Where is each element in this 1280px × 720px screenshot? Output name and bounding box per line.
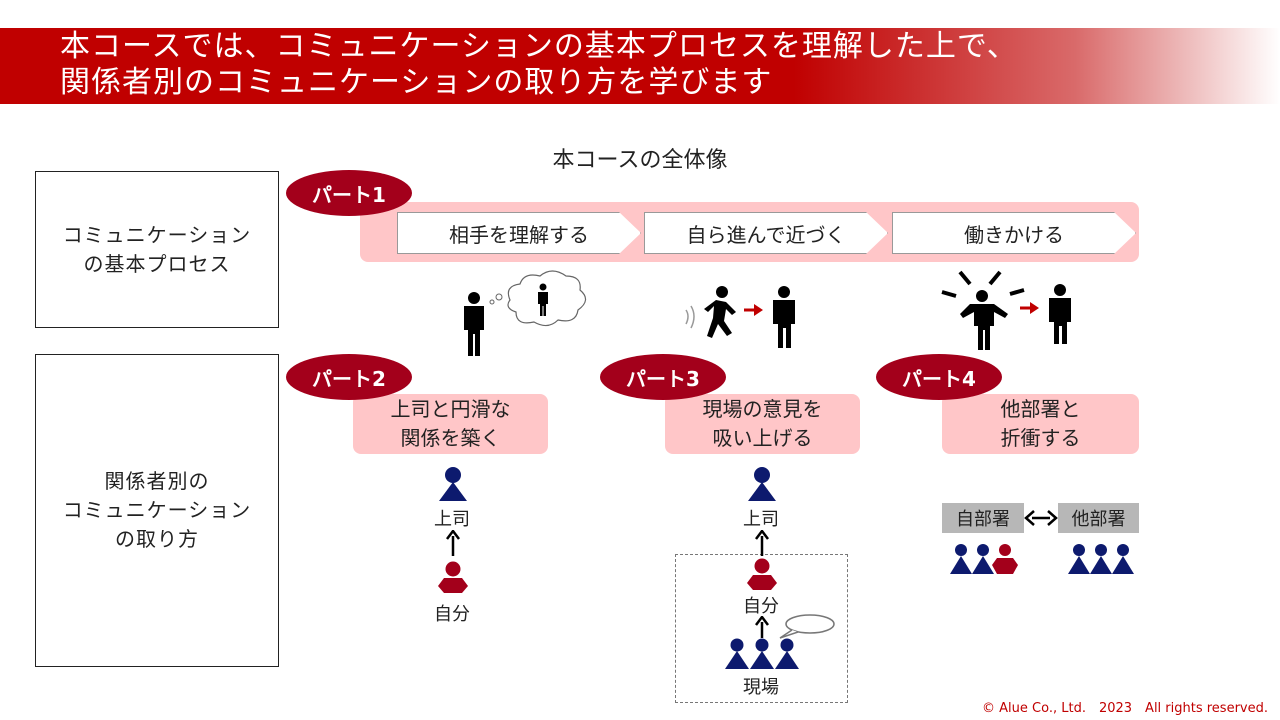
other-dept-people-icon — [1068, 544, 1134, 574]
own-dept-people-icon — [950, 544, 1018, 574]
part4-box: 他部署と 折衝する — [942, 394, 1139, 454]
other-dept-badge: 他部署 — [1058, 503, 1139, 533]
part3-badge: パート3 — [600, 354, 726, 400]
up-arrow-icon — [446, 530, 460, 556]
part2-line1: 上司と円滑な — [390, 397, 511, 421]
part3-field-label: 現場 — [743, 677, 779, 698]
part4-badge: パート4 — [876, 354, 1002, 400]
banner-title-line1: 本コースでは、コミュニケーションの基本プロセスを理解した上で、 — [60, 29, 1018, 64]
step-approach: 自ら進んで近づく — [644, 212, 888, 254]
basic-process-line2: の基本プロセス — [83, 251, 231, 276]
part3-boss-label: 上司 — [743, 509, 779, 530]
up-arrow-icon — [755, 616, 769, 638]
speech-bubble-icon — [779, 614, 835, 639]
banner-title-line2: 関係者別のコミュニケーションの取り方を学びます — [60, 65, 773, 100]
title-banner — [0, 28, 1280, 104]
by-person-line1: 関係者別の — [104, 469, 210, 493]
self-person-icon — [747, 558, 777, 590]
own-dept-badge: 自部署 — [942, 503, 1024, 533]
self-person-icon — [438, 561, 468, 593]
by-person-line3: の取り方 — [114, 527, 199, 551]
part1-badge: パート1 — [286, 170, 412, 216]
basic-process-box: コミュニケーション の基本プロセス — [35, 171, 279, 328]
part2-line2: 関係を築く — [400, 426, 501, 450]
double-arrow-icon — [1024, 510, 1058, 526]
overview-title: 本コースの全体像 — [552, 148, 728, 173]
acting-person-icon — [941, 270, 1071, 350]
part3-self-label: 自分 — [743, 596, 779, 617]
step-understand: 相手を理解する — [397, 212, 641, 254]
part3-line1: 現場の意見を — [702, 397, 823, 421]
boss-person-icon — [748, 467, 776, 501]
part2-badge: パート2 — [286, 354, 412, 400]
step-act: 働きかける — [892, 212, 1136, 254]
up-arrow-icon — [755, 530, 769, 556]
part3-line2: 吸い上げる — [712, 426, 813, 450]
approaching-person-icon — [685, 286, 795, 348]
part3-box: 現場の意見を 吸い上げる — [665, 394, 860, 454]
part4-line2: 折衝する — [1000, 426, 1081, 450]
field-staff-group-icon — [725, 638, 799, 669]
copyright-notice: © Alue Co., Ltd. 2023 All rights reserve… — [982, 701, 1268, 716]
basic-process-line1: コミュニケーション — [62, 222, 252, 247]
by-person-box: 関係者別の コミュニケーション の取り方 — [35, 354, 279, 667]
thinking-person-icon — [464, 270, 587, 356]
by-person-line2: コミュニケーション — [62, 498, 252, 522]
part2-boss-label: 上司 — [434, 509, 470, 530]
boss-person-icon — [439, 467, 467, 501]
part2-self-label: 自分 — [434, 604, 470, 625]
part4-line1: 他部署と — [1000, 397, 1081, 421]
part2-box: 上司と円滑な 関係を築く — [353, 394, 548, 454]
